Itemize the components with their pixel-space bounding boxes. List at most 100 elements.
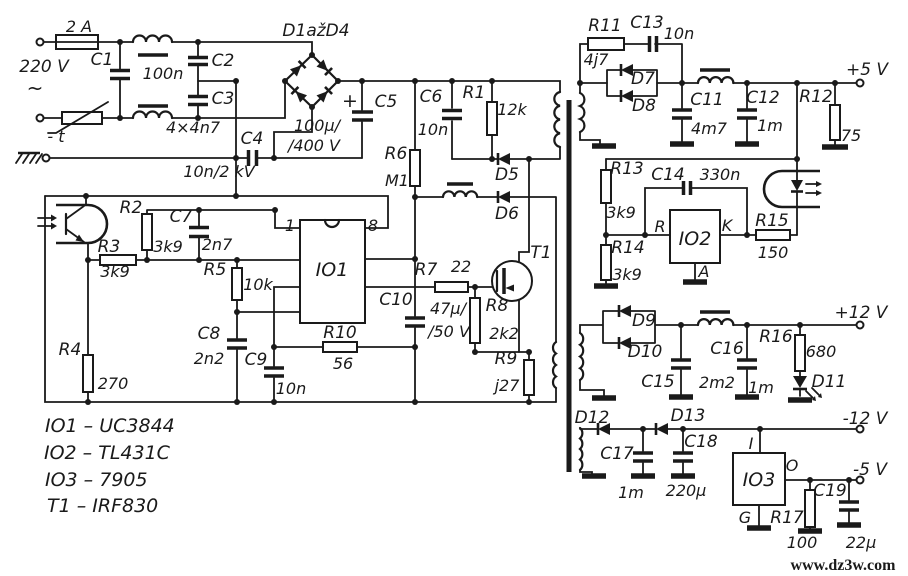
ic-IO3: [732, 452, 786, 506]
label-c13: C13: [630, 13, 664, 33]
gnd-bars-5v: [592, 141, 848, 150]
thermistor: [47, 101, 109, 134]
label-ac-tilde: ~: [27, 76, 44, 100]
label-c5plus: +: [342, 90, 358, 112]
label-r10: R10: [323, 323, 356, 343]
label-pinO: O: [786, 456, 799, 475]
earth-terminal: [41, 153, 51, 163]
label-pinG: G: [739, 508, 751, 527]
label-c9v: 10n: [276, 379, 307, 398]
label-c14: C14: [651, 165, 685, 185]
label-r1: R1: [463, 83, 486, 103]
diode-D9: [617, 305, 631, 317]
resistor-R9: [523, 359, 535, 396]
winding-minus12v: [578, 426, 584, 472]
junction-dots: [83, 39, 852, 483]
label-r7v: 22: [451, 257, 471, 276]
label-c12v: 1m: [757, 116, 783, 135]
winding-5v: [577, 91, 586, 134]
resistor-R10: [322, 341, 358, 353]
resistor-R1: [486, 101, 498, 136]
capacitor-C19: [839, 500, 859, 512]
capacitor-C8: [227, 338, 247, 350]
label-c10: C10: [379, 290, 413, 310]
label-d10: D10: [628, 342, 663, 362]
label-thermistor: - t: [47, 127, 65, 146]
label-r17: R17: [770, 508, 804, 528]
label-r9v: j27: [493, 376, 521, 395]
diode-D8: [619, 90, 633, 102]
label-c12: C12: [746, 88, 780, 108]
label-r15: R15: [755, 211, 788, 231]
label-r2v: 3k9: [153, 237, 183, 256]
label-c13v: 10n: [664, 24, 695, 43]
ic-IO1: [299, 218, 366, 324]
diode-D5: [496, 153, 510, 165]
diode-D12: [596, 423, 610, 435]
capacitor-C7: [189, 225, 209, 239]
label-c10v2: /50 V: [426, 322, 471, 341]
label-r3: R3: [98, 237, 121, 257]
led-D11: [793, 376, 822, 401]
capacitor-C10: [405, 316, 425, 328]
capacitor-C1: [110, 68, 130, 81]
label-c8: C8: [198, 324, 221, 344]
label-r17v: 100: [787, 533, 818, 552]
terminal-minus12v: [855, 424, 865, 434]
label-c14v: 330n: [700, 165, 741, 184]
resistor-R13: [600, 169, 612, 204]
label-pinA: A: [698, 262, 710, 281]
label-r16: R16: [759, 327, 793, 347]
opto-led: [762, 169, 822, 209]
label-c15v: 2m2: [699, 373, 735, 392]
label-c18: C18: [684, 432, 718, 452]
label-r13v: 3k9: [606, 203, 636, 222]
label-c10v1: 47µ/: [430, 299, 468, 318]
label-c23v: 4×4n7: [166, 118, 221, 137]
capacitor-C13: [647, 36, 659, 52]
label-d9: D9: [632, 311, 656, 331]
label-r7: R7: [415, 260, 438, 280]
label-c16: C16: [710, 339, 744, 359]
label-r5v: 10k: [243, 275, 273, 294]
ac-terminal-top: [35, 37, 45, 47]
label-out12: +12 V: [835, 303, 889, 323]
opto-transistor: [37, 203, 109, 245]
output-inductor-5v: [696, 68, 735, 85]
label-c19: C19: [813, 481, 847, 501]
label-c1: C1: [91, 50, 114, 70]
label-c16v: 1m: [748, 378, 774, 397]
diode-D6: [496, 191, 510, 203]
label-r8v: 2k2: [489, 324, 519, 343]
terminal-plus12v: [855, 320, 865, 330]
label-outm12: -12 V: [843, 409, 889, 429]
label-c7: C7: [170, 207, 193, 227]
capacitor-C6: [442, 108, 462, 121]
label-c17: C17: [600, 444, 634, 464]
resistor-R14: [600, 244, 612, 281]
label-c19v: 22µ: [846, 533, 877, 552]
transformer-core: [566, 100, 572, 472]
label-d5: D5: [495, 165, 519, 185]
resistor-R16: [794, 334, 806, 372]
label-c1v: 100n: [143, 64, 184, 83]
resistor-R5: [231, 267, 243, 301]
resistor-R4: [82, 354, 94, 393]
legend-io3: IO3 – 7905: [45, 469, 148, 491]
label-d11: D11: [812, 372, 847, 392]
label-c5v2: /400 V: [286, 136, 341, 155]
gnd-bars-neg: [582, 473, 861, 534]
label-c11v: 4m7: [691, 119, 728, 138]
winding-aux: [551, 340, 558, 390]
resistor-R12: [829, 104, 841, 141]
output-inductor-12v: [696, 310, 735, 327]
label-c4: C4: [241, 129, 264, 149]
label-r14: R14: [611, 238, 644, 258]
label-r16v: 680: [806, 342, 837, 361]
label-c6: C6: [420, 87, 443, 107]
resistor-R2: [141, 213, 153, 251]
capacitor-C18: [673, 451, 693, 463]
capacitor-C9: [264, 366, 284, 378]
label-io1: IO1: [316, 259, 349, 281]
